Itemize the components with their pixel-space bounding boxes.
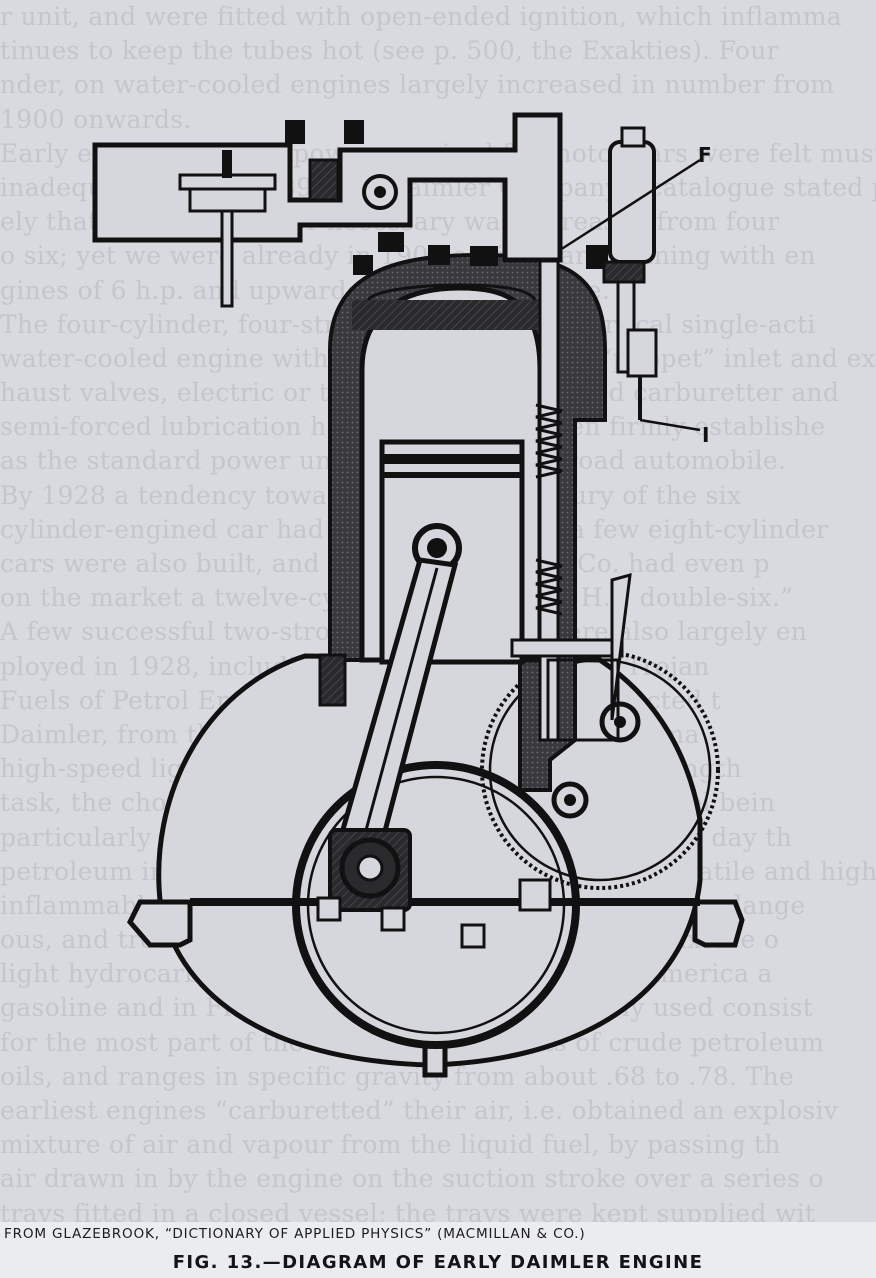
source-credit: FROM GLAZEBROOK, “DICTIONARY OF APPLIED … <box>4 1226 586 1242</box>
intake-and-carburettor <box>92 112 701 432</box>
crankcase <box>127 653 745 1078</box>
connecting-rod <box>316 557 552 949</box>
show-through-line: earliest engines “carburetted” their air… <box>0 1096 839 1125</box>
show-through-line: trays fitted in a closed vessel; the tra… <box>0 1198 816 1222</box>
show-through-line: tinues to keep the tubes hot (see p. 500… <box>0 36 779 66</box>
show-through-line: oils, and ranges in specific gravity fro… <box>0 1061 795 1091</box>
show-through-line: nder, on water-cooled engines largely in… <box>0 70 835 100</box>
show-through-line: air drawn in by the engine on the suctio… <box>0 1164 824 1194</box>
label-f: F <box>698 143 712 167</box>
engine-diagram: F I <box>92 112 745 1078</box>
timing-gear <box>480 650 720 890</box>
label-i: I <box>702 423 709 447</box>
valve-gear <box>510 198 632 742</box>
figure-plate: r unit, and were fitted with open-ended … <box>0 0 876 1222</box>
show-through-line: r unit, and were fitted with open-ended … <box>0 2 842 31</box>
figure-caption: FIG. 13.—DIAGRAM OF EARLY DAIMLER ENGINE <box>172 1252 704 1273</box>
show-through-line: 1900 onwards. <box>0 104 192 134</box>
show-through-line: mixture of air and vapour from the liqui… <box>0 1130 781 1160</box>
